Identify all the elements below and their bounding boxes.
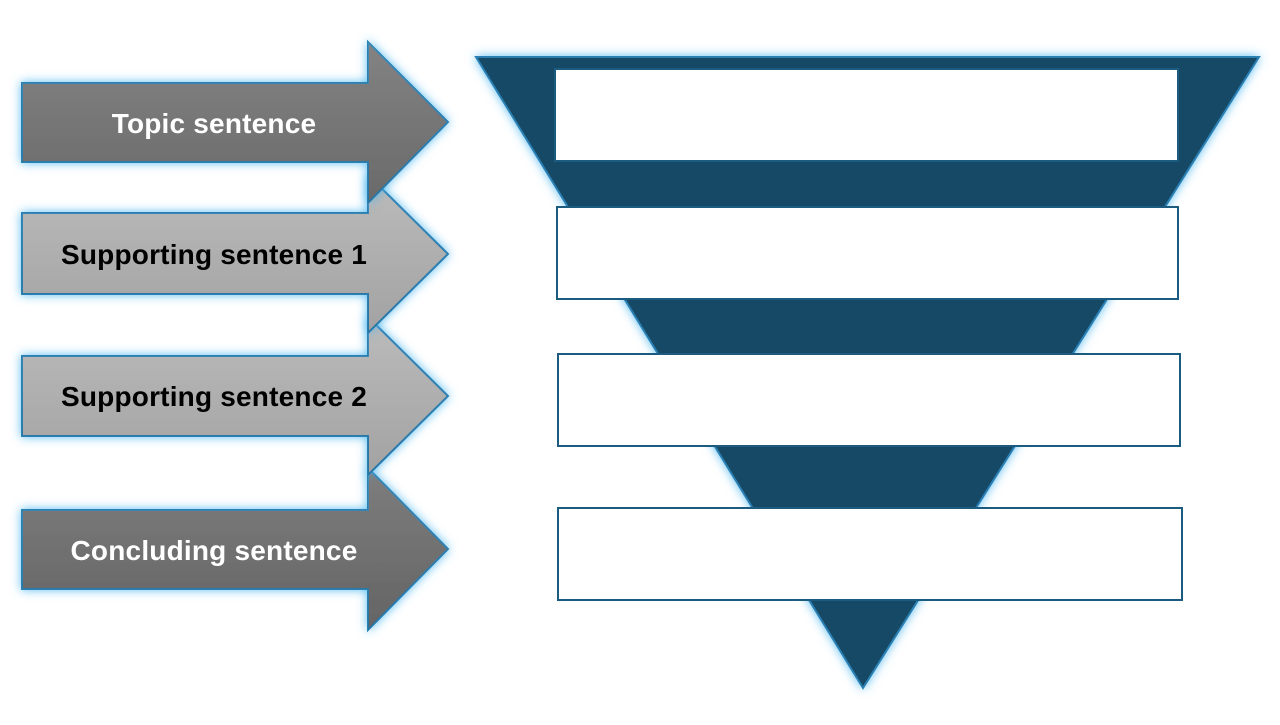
topic-sentence-label: Topic sentence xyxy=(112,108,317,139)
arrow-shade xyxy=(22,42,448,203)
concluding-sentence-arrow: Concluding sentence xyxy=(21,465,450,633)
supporting-sentence-2-box[interactable] xyxy=(557,353,1181,447)
arrow-shade xyxy=(22,317,448,475)
topic-sentence-arrow: Topic sentence xyxy=(21,39,450,206)
concluding-sentence-label: Concluding sentence xyxy=(71,535,358,566)
arrow-shade xyxy=(22,175,448,333)
topic-sentence-box[interactable] xyxy=(554,68,1179,162)
arrow-shade xyxy=(22,468,448,630)
supporting-sentence-1-box[interactable] xyxy=(556,206,1179,300)
concluding-sentence-box[interactable] xyxy=(557,507,1183,601)
supporting-sentence-2-label: Supporting sentence 2 xyxy=(61,381,367,412)
supporting-sentence-1-arrow: Supporting sentence 1 xyxy=(21,172,450,336)
supporting-sentence-1-label: Supporting sentence 1 xyxy=(61,239,367,270)
supporting-sentence-2-arrow: Supporting sentence 2 xyxy=(21,314,450,478)
